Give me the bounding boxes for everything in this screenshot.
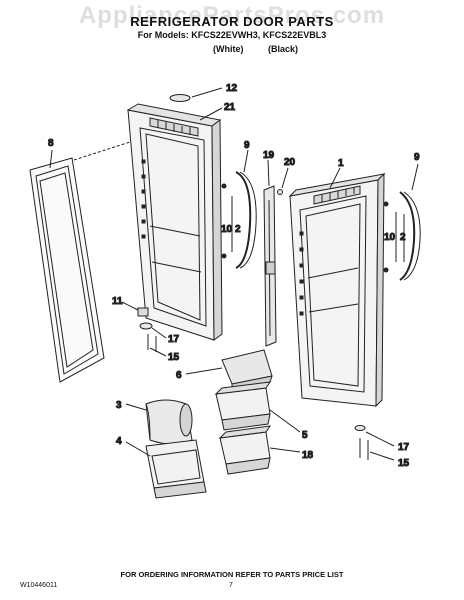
leader-1 <box>329 167 341 189</box>
leader-8 <box>49 149 53 169</box>
leader-3 <box>125 403 147 411</box>
leader-9-left <box>243 149 249 173</box>
callout-10-left: 10 <box>221 224 233 235</box>
callout-6: 6 <box>176 370 182 381</box>
callout-8: 8 <box>48 138 54 149</box>
leader-17-right <box>365 431 395 447</box>
leader-6 <box>185 367 223 375</box>
ordering-note: FOR ORDERING INFORMATION REFER TO PARTS … <box>120 570 344 579</box>
callout-9-left: 9 <box>244 140 250 151</box>
callout-17-left: 17 <box>168 334 180 345</box>
part-12-cap <box>169 94 191 102</box>
callout-17-right: 17 <box>398 442 410 453</box>
variant-black: (Black) <box>268 44 299 54</box>
leader-19 <box>267 159 270 187</box>
left-hinge-hardware <box>137 307 157 352</box>
callout-15-left: 15 <box>168 352 180 363</box>
page-number: 7 <box>229 582 233 589</box>
callout-4: 4 <box>116 436 122 447</box>
leader-15-left <box>149 347 167 357</box>
part-20-screw <box>277 189 283 195</box>
dairy-cover <box>145 399 193 445</box>
left-handle <box>221 171 257 269</box>
callout-20: 20 <box>284 157 296 168</box>
callout-18: 18 <box>302 450 314 461</box>
callout-15-right: 15 <box>398 458 410 469</box>
door-bin-18 <box>218 425 272 475</box>
door-bin-5 <box>214 381 272 431</box>
watermark: AppliancePartsPros.com <box>78 2 386 29</box>
leader-20 <box>281 167 289 189</box>
variant-white: (White) <box>213 44 244 54</box>
callout-9-right: 9 <box>414 152 420 163</box>
callout-10-right: 10 <box>384 232 396 243</box>
leader-8-dash <box>73 141 131 161</box>
right-door <box>288 172 386 408</box>
diagram-title: REFRIGERATOR DOOR PARTS <box>130 14 334 29</box>
leader-15-right <box>369 451 395 461</box>
mullion-strip <box>263 185 277 347</box>
callout-1: 1 <box>338 158 344 169</box>
callout-2-left: 2 <box>235 224 241 235</box>
leader-5 <box>269 409 301 433</box>
callout-21: 21 <box>224 102 236 113</box>
model-list: For Models: KFCS22EVWH3, KFCS22EVBL3 <box>137 30 327 40</box>
callout-3: 3 <box>116 400 122 411</box>
leader-17-left <box>151 327 167 339</box>
leader-11 <box>121 301 139 311</box>
callout-5: 5 <box>302 430 308 441</box>
leader-12 <box>191 87 223 98</box>
callout-19: 19 <box>263 150 275 161</box>
left-door <box>126 103 223 341</box>
leader-9-right <box>411 163 419 191</box>
door-gasket <box>29 157 105 383</box>
right-hinge-hardware <box>354 425 369 460</box>
leader-21 <box>199 107 223 121</box>
right-handle <box>383 191 421 281</box>
callout-2-right: 2 <box>400 232 406 243</box>
dairy-bin <box>145 439 207 499</box>
door-bin-small <box>221 349 273 391</box>
callout-12: 12 <box>226 83 238 94</box>
leader-18 <box>269 447 301 453</box>
document-number: W10446011 <box>20 582 58 589</box>
callout-11: 11 <box>112 296 123 307</box>
leader-4 <box>125 441 151 457</box>
